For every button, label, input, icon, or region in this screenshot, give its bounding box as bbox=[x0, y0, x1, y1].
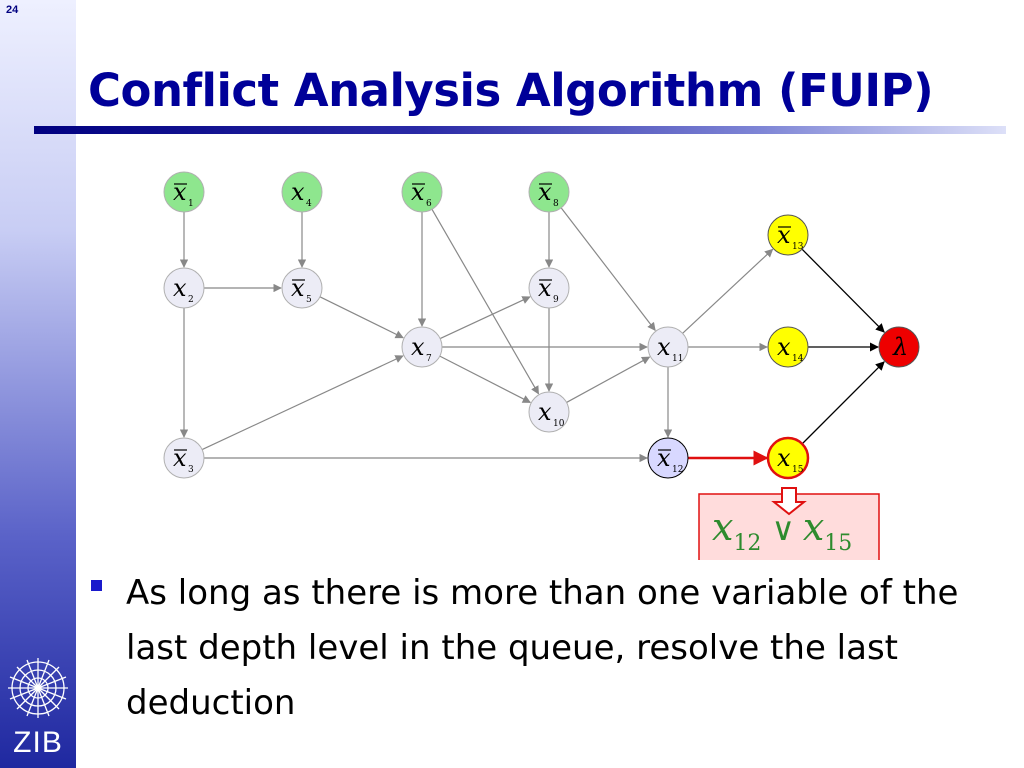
node-subscript: 8 bbox=[553, 199, 559, 209]
node-variable: x bbox=[657, 333, 671, 361]
node-subscript: 15 bbox=[792, 465, 804, 475]
node-subscript: 5 bbox=[306, 295, 312, 305]
edge-n7-n9 bbox=[439, 296, 531, 340]
node-lam: λ bbox=[878, 326, 920, 368]
node-circle bbox=[766, 436, 810, 480]
node-subscript: 13 bbox=[792, 242, 804, 252]
node-variable: x bbox=[173, 274, 187, 302]
bullet-text: As long as there is more than one variab… bbox=[126, 573, 959, 723]
node-subscript: 12 bbox=[672, 465, 683, 475]
node-subscript: 3 bbox=[188, 465, 194, 475]
node-circle bbox=[767, 214, 809, 256]
node-circle bbox=[647, 437, 689, 479]
node-variable: x bbox=[173, 444, 187, 472]
node-circle bbox=[163, 437, 205, 479]
node-variable: x bbox=[777, 333, 791, 361]
zib-logo-text: ZIB bbox=[13, 726, 63, 759]
node-variable: x bbox=[657, 444, 671, 472]
clause-sub-2: 15 bbox=[824, 531, 852, 556]
node-subscript: 10 bbox=[553, 419, 565, 429]
node-circle bbox=[767, 326, 809, 368]
bullet-marker bbox=[91, 580, 102, 591]
node-circle bbox=[528, 267, 570, 309]
clause-var-2: x bbox=[803, 505, 824, 549]
node-variable: x bbox=[411, 178, 425, 206]
edge-n3-n7 bbox=[201, 355, 404, 451]
edge-n8-n11 bbox=[560, 207, 656, 332]
node-circle bbox=[281, 171, 323, 213]
node-subscript: 9 bbox=[553, 295, 559, 305]
down-arrow-icon bbox=[771, 487, 807, 516]
edge-n5-n7 bbox=[319, 296, 404, 339]
node-circle bbox=[528, 171, 570, 213]
edge-n13-lam bbox=[801, 248, 885, 333]
node-variable: x bbox=[777, 221, 791, 249]
edge-n10-n11 bbox=[566, 356, 651, 403]
node-variable: x bbox=[538, 398, 552, 426]
edge-n11-n13 bbox=[682, 248, 774, 334]
title-underline bbox=[34, 126, 1006, 134]
node-subscript: 4 bbox=[306, 199, 312, 209]
edge-n7-n10 bbox=[439, 355, 532, 403]
clause-sub-1: 12 bbox=[733, 531, 761, 556]
clause-or-symbol: ∨ bbox=[771, 510, 794, 548]
node-subscript: 1 bbox=[188, 199, 194, 209]
node-variable: x bbox=[777, 444, 791, 472]
node-subscript: 6 bbox=[426, 199, 432, 209]
node-circle bbox=[163, 267, 205, 309]
node-subscript: 2 bbox=[188, 295, 194, 305]
node-circle bbox=[647, 326, 689, 368]
node-circle bbox=[163, 171, 205, 213]
clause-var-1: x bbox=[712, 505, 733, 549]
node-variable: x bbox=[538, 178, 552, 206]
node-circle bbox=[281, 267, 323, 309]
page-title: Conflict Analysis Algorithm (FUIP) bbox=[88, 64, 934, 117]
node-circle bbox=[878, 326, 920, 368]
node-subscript: 14 bbox=[792, 354, 804, 364]
node-subscript: 7 bbox=[426, 354, 432, 364]
node-variable: x bbox=[411, 333, 425, 361]
edge-n15-lam bbox=[801, 361, 885, 445]
node-subscript: 11 bbox=[672, 354, 683, 364]
node-circle bbox=[401, 171, 443, 213]
node-variable: x bbox=[173, 178, 187, 206]
node-variable: x bbox=[291, 274, 305, 302]
zib-logo-icon bbox=[8, 658, 68, 718]
node-variable: x bbox=[538, 274, 552, 302]
node-variable: x bbox=[291, 178, 305, 206]
node-circle bbox=[528, 391, 570, 433]
conflict-clause: x12∨x15 bbox=[712, 505, 852, 556]
node-circle bbox=[401, 326, 443, 368]
edge-n6-n10 bbox=[431, 209, 540, 395]
slide-number: 24 bbox=[6, 4, 19, 16]
node-variable: λ bbox=[892, 333, 908, 361]
